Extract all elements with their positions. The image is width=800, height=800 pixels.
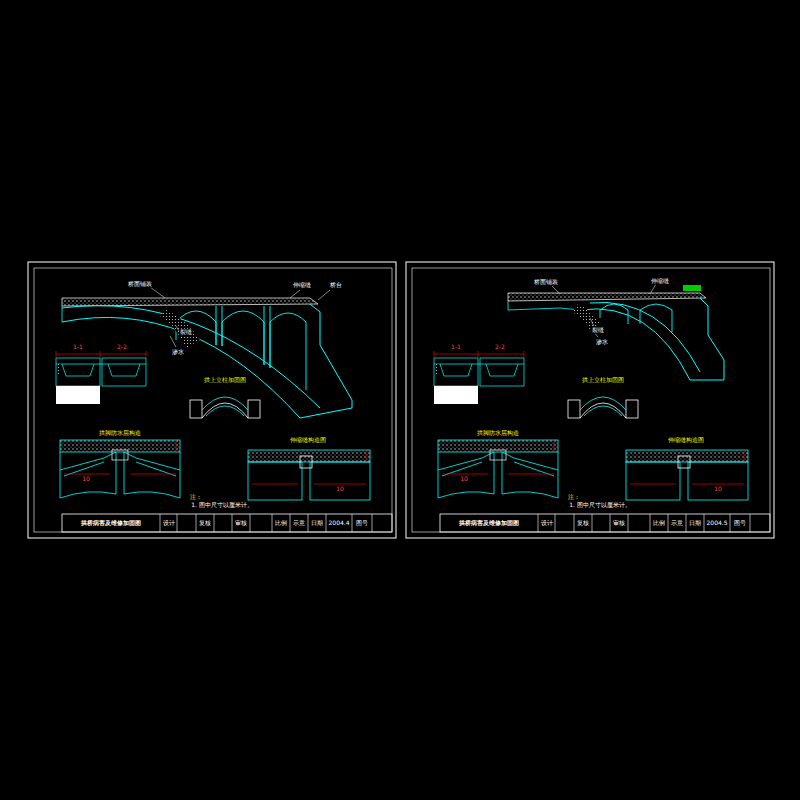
note-heading: 注：: [189, 494, 203, 501]
note-text: 1. 图中尺寸以厘米计。: [190, 502, 254, 509]
title-cell: 示意: [292, 520, 306, 527]
callout-label: 渗水: [171, 349, 185, 356]
detail-title: 拱上立柱加固图: [203, 377, 247, 384]
detail-title: 拱上立柱加固图: [581, 377, 625, 384]
right-bridge: [508, 284, 724, 380]
section-label: 1-1: [450, 344, 462, 351]
callout-label: 裂缝: [179, 329, 193, 336]
title-cell: 2004.4: [328, 520, 351, 527]
section-label: 1-1: [72, 344, 84, 351]
callout-label: 桥面铺装: [127, 281, 153, 288]
title-cell: 2004.5: [706, 520, 729, 527]
detail-title: 拱脚防水层构造: [476, 430, 520, 437]
dimension: 10: [81, 476, 91, 483]
title-cell: 审核: [612, 520, 626, 527]
drawing-title: 拱桥病害及维修加固图: [80, 520, 142, 527]
detail-title: 伸缩缝构造图: [289, 437, 327, 444]
drawing-title: 拱桥病害及维修加固图: [458, 520, 520, 527]
title-cell: 日期: [310, 520, 324, 527]
title-cell: 设计: [540, 520, 554, 527]
callout-label: 渗水: [595, 339, 609, 346]
title-cell: 图号: [733, 520, 747, 527]
left-sheet: [28, 262, 396, 538]
title-cell: 设计: [162, 520, 176, 527]
dimension: 10: [335, 486, 345, 493]
title-cell: 复核: [576, 520, 590, 527]
left-bridge: [62, 287, 352, 418]
section-label: 2-2: [494, 344, 506, 351]
title-cell: 比例: [652, 520, 666, 527]
dimension: 10: [713, 486, 723, 493]
title-cell: 日期: [688, 520, 702, 527]
section-label: 2-2: [116, 344, 128, 351]
detail-title: 伸缩缝构造图: [667, 437, 705, 444]
title-cell: 复核: [198, 520, 212, 527]
note-text: 1. 图中尺寸以厘米计。: [568, 502, 632, 509]
callout-label: 裂缝: [591, 327, 605, 334]
note-heading: 注：: [567, 494, 581, 501]
title-cell: 示意: [670, 520, 684, 527]
callout-label: 桥面铺装: [533, 279, 559, 286]
callout-label: 桥台: [329, 282, 343, 289]
title-cell: 比例: [274, 520, 288, 527]
title-cell: 审核: [234, 520, 248, 527]
right-sheet: [406, 262, 774, 538]
dimension: 10: [459, 476, 469, 483]
callout-label: 伸缩缝: [292, 282, 312, 289]
detail-title: 拱脚防水层构造: [98, 430, 142, 437]
title-cell: 图号: [355, 520, 369, 527]
callout-label: 伸缩缝: [650, 278, 670, 285]
